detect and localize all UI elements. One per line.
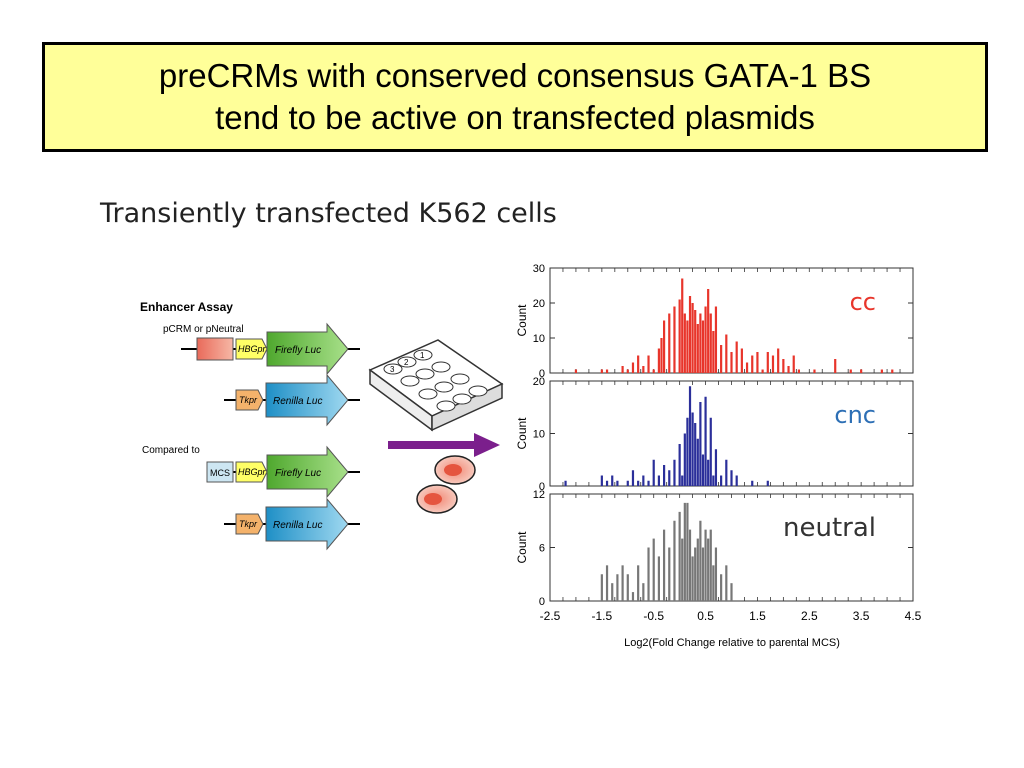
tk-promoter <box>235 389 264 411</box>
panel-label: cc <box>850 288 876 316</box>
y-tick-label: 6 <box>539 543 545 555</box>
plot-frame <box>549 380 914 487</box>
y-tick-label: 20 <box>533 298 545 310</box>
construct-mcs: MCS HBGpr Firefly Luc <box>206 445 360 499</box>
y-axis-label: Count <box>515 417 529 450</box>
x-tick-label: -0.5 <box>643 609 664 623</box>
y-tick-label: 10 <box>533 429 545 441</box>
svg-text:1: 1 <box>420 351 425 360</box>
panel-label: cnc <box>834 401 876 429</box>
x-tick-label: 1.5 <box>749 609 766 623</box>
construct-renilla-2: Tkpr Renilla Luc <box>224 497 360 551</box>
panel-label: neutral <box>783 513 876 543</box>
construct-pcrm: HBGpr Firefly Luc <box>181 322 360 376</box>
svg-text:Renilla Luc: Renilla Luc <box>273 520 322 531</box>
renilla-luc-gene <box>265 373 349 427</box>
svg-text:3: 3 <box>390 365 395 374</box>
svg-text:Renilla Luc: Renilla Luc <box>273 396 322 407</box>
x-axis-label: Log2(Fold Change relative to parental MC… <box>624 637 840 649</box>
y-axis-label: Count <box>515 304 529 337</box>
x-axis: -2.5 -1.5 -0.5 0.5 1.5 2.5 3.5 4.5 <box>540 609 922 623</box>
svg-text:Firefly Luc: Firefly Luc <box>275 468 321 479</box>
hbg-promoter-2 <box>235 461 268 483</box>
svg-text:Tkpr: Tkpr <box>239 395 258 405</box>
svg-text:HBGpr: HBGpr <box>238 344 267 354</box>
histogram-panels: 0102030Countcc01020Countcnc0612Countneut… <box>515 263 914 608</box>
y-tick-label: 20 <box>533 376 545 388</box>
mcs-box <box>206 461 234 483</box>
svg-text:2: 2 <box>404 358 409 367</box>
x-tick-label: 0.5 <box>697 609 714 623</box>
y-tick-label: 0 <box>539 596 545 608</box>
y-tick-label: 0 <box>539 368 545 380</box>
y-tick-label: 0 <box>539 481 545 493</box>
svg-text:Tkpr: Tkpr <box>239 519 258 529</box>
construct1-label: pCRM or pNeutral <box>163 324 244 335</box>
x-tick-label: 2.5 <box>801 609 818 623</box>
y-axis-label: Count <box>515 531 529 564</box>
hbg-promoter <box>235 338 268 360</box>
x-tick-label: -2.5 <box>540 609 561 623</box>
svg-text:HBGpr: HBGpr <box>238 467 267 477</box>
slide-title-line2: tend to be active on transfected plasmid… <box>215 99 815 136</box>
title-box: preCRMs with conserved consensus GATA-1 … <box>42 42 988 152</box>
slide-subtitle: Transiently transfected K562 cells <box>100 198 557 229</box>
construct-renilla-1: Tkpr Renilla Luc <box>224 373 360 427</box>
x-tick-label: 4.5 <box>905 609 922 623</box>
cell-icon <box>416 455 476 514</box>
firefly-luc-gene <box>266 322 349 376</box>
x-tick-label: -1.5 <box>592 609 613 623</box>
slide-title-line1: preCRMs with conserved consensus GATA-1 … <box>158 57 872 94</box>
svg-text:Firefly Luc: Firefly Luc <box>275 345 321 356</box>
tk-promoter-2 <box>235 513 264 535</box>
firefly-luc-gene-2 <box>266 445 349 499</box>
renilla-luc-gene-2 <box>265 497 349 551</box>
assay-heading: Enhancer Assay <box>140 300 233 314</box>
y-tick-label: 30 <box>533 263 545 275</box>
x-tick-label: 3.5 <box>853 609 870 623</box>
y-tick-label: 10 <box>533 333 545 345</box>
compared-label: Compared to <box>142 445 200 456</box>
well-plate-icon: 1 2 3 <box>368 339 504 432</box>
y-tick-label: 12 <box>533 489 545 501</box>
transfer-arrow-icon <box>388 433 500 457</box>
svg-text:MCS: MCS <box>210 468 230 478</box>
crm-element <box>196 337 234 361</box>
